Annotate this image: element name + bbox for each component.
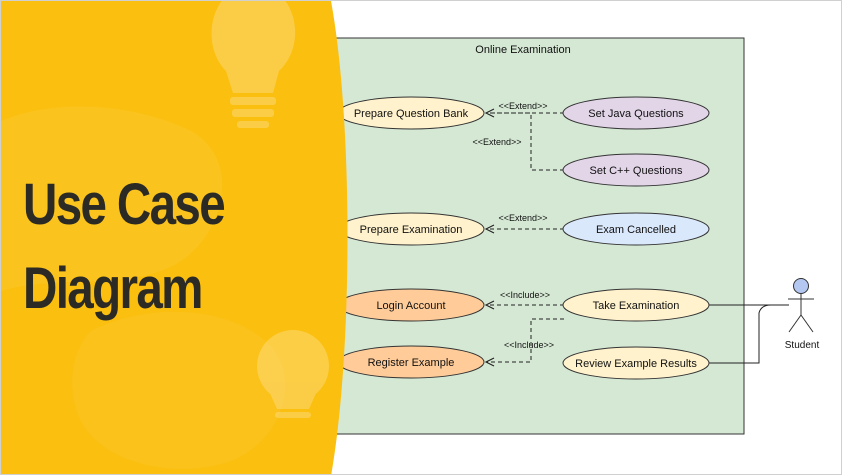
usecase-review-example-results: [562, 346, 710, 380]
usecase-label: Set Java Questions: [588, 108, 684, 120]
label-extend-cpp: <<Extend>>: [472, 137, 521, 147]
usecase-set-cpp-questions: [562, 153, 710, 187]
label-extend-cancel: <<Extend>>: [498, 213, 547, 223]
usecase-take-examination: [562, 288, 710, 322]
actor-head: [793, 278, 809, 294]
usecase-label: Review Example Results: [575, 358, 697, 370]
label-include-register: <<Include>>: [504, 340, 554, 350]
actor-label: Student: [785, 340, 820, 351]
label-extend-java: <<Extend>>: [498, 101, 547, 111]
lightbulb-icon: [257, 330, 329, 418]
headline: Use Case Diagram: [23, 163, 343, 331]
headline-line-1: Use Case: [23, 172, 226, 237]
usecase-label: Prepare Question Bank: [354, 108, 469, 120]
usecase-label: Exam Cancelled: [596, 224, 676, 236]
association-review-results: [709, 304, 789, 364]
label-include-login: <<Include>>: [500, 290, 550, 300]
usecase-label: Register Example: [368, 357, 455, 369]
include-connector-register: [486, 318, 564, 362]
usecase-exam-cancelled: [562, 212, 710, 246]
panel-blob-decoration: [72, 311, 286, 469]
usecase-set-java-questions: [562, 96, 710, 130]
panel-blob-decoration: [1, 106, 223, 291]
usecase-label: Prepare Examination: [360, 224, 463, 236]
system-title: Online Examination: [475, 44, 570, 56]
yellow-title-panel: [1, 1, 348, 474]
usecase-label: Login Account: [376, 300, 445, 312]
headline-line-2: Diagram: [23, 256, 203, 321]
usecase-label: Set C++ Questions: [590, 165, 683, 177]
usecase-label: Take Examination: [593, 300, 680, 312]
actor-student: [788, 278, 814, 333]
extend-connector-cpp: [488, 112, 564, 171]
lightbulb-icon: [211, 1, 296, 128]
